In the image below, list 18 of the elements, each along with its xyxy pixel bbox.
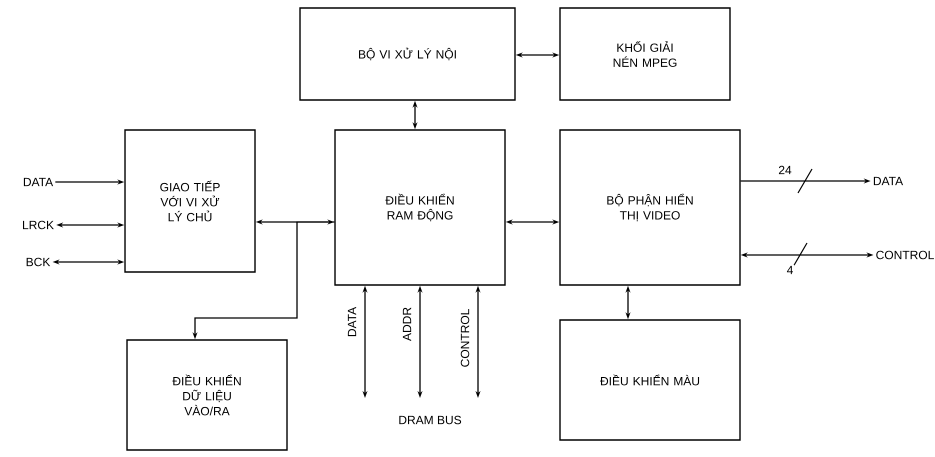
signal-label: BCK: [26, 258, 50, 266]
edge-label: DATA: [346, 306, 358, 338]
signal-label: LRCK: [23, 220, 54, 230]
bus-label: DRAM BUS: [399, 416, 462, 424]
edge-label: 4: [786, 264, 794, 276]
block-box: GIAO TIẾP VỚI VI XỬ LÝ CHỦ: [124, 129, 256, 273]
edge-label: ADDR: [402, 306, 412, 342]
block-box: BỘ PHẬN HIỂN THỊ VIDEO: [559, 129, 741, 286]
signal-label: DATA: [874, 176, 904, 186]
block-box: ĐIỀU KHIỂN DỮ LIỆU VÀO/RA: [126, 339, 288, 451]
block-box: ĐIỀU KHIỂN RAM ĐỘNG: [334, 129, 506, 286]
edge-label: CONTROL: [460, 308, 470, 368]
signal-label: DATA: [24, 178, 54, 186]
signal-label: CONTROL: [876, 250, 934, 260]
edge-label: 24: [777, 164, 793, 176]
block-box: BỘ VI XỬ LÝ NỘI: [299, 7, 516, 101]
block-box: KHỐI GIẢI NÉN MPEG: [559, 7, 731, 101]
block-box: ĐIỀU KHIỂN MÀU: [559, 319, 741, 441]
